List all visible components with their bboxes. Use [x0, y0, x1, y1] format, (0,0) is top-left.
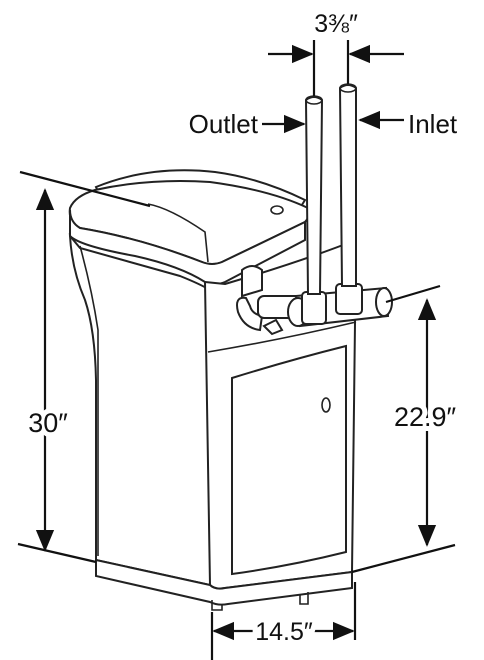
height-total-label: 30″ — [28, 408, 68, 438]
tube-spacing-label: 3⅜″ — [314, 10, 358, 38]
outlet-label: Outlet — [189, 109, 259, 139]
cabinet-band — [207, 321, 357, 353]
outlet-fitting — [301, 291, 327, 325]
outlet-tube — [304, 96, 324, 295]
lid-front-band — [69, 209, 306, 285]
dimension-labels: 3⅜″ Outlet Inlet 30″ 22.9″ 14.5″ — [23, 10, 461, 651]
inlet-tube — [338, 84, 357, 287]
width-label: 14.5″ — [255, 618, 313, 646]
manifold-end-cap — [375, 287, 393, 317]
water-softener-unit — [68, 83, 393, 611]
height-connection-label: 22.9″ — [394, 402, 457, 432]
lid-seam — [147, 203, 209, 263]
inlet-fitting — [335, 283, 363, 315]
conn-extension-bottom — [351, 543, 456, 574]
door-knob-icon — [321, 397, 331, 413]
valve-lower-stub — [262, 318, 284, 336]
inlet-label: Inlet — [408, 109, 458, 139]
cabinet-side-rib — [79, 245, 99, 556]
height-extension-top — [19, 170, 151, 208]
bypass-pipe-left — [236, 296, 264, 332]
bypass-valve-body — [241, 265, 263, 298]
lid-button-icon — [270, 205, 284, 215]
dimension-lines — [17, 40, 456, 660]
foot-front — [211, 600, 223, 611]
access-door — [231, 344, 347, 576]
foot-right — [299, 592, 309, 605]
conn-extension-top — [385, 284, 441, 304]
height-extension-bottom — [17, 542, 97, 564]
